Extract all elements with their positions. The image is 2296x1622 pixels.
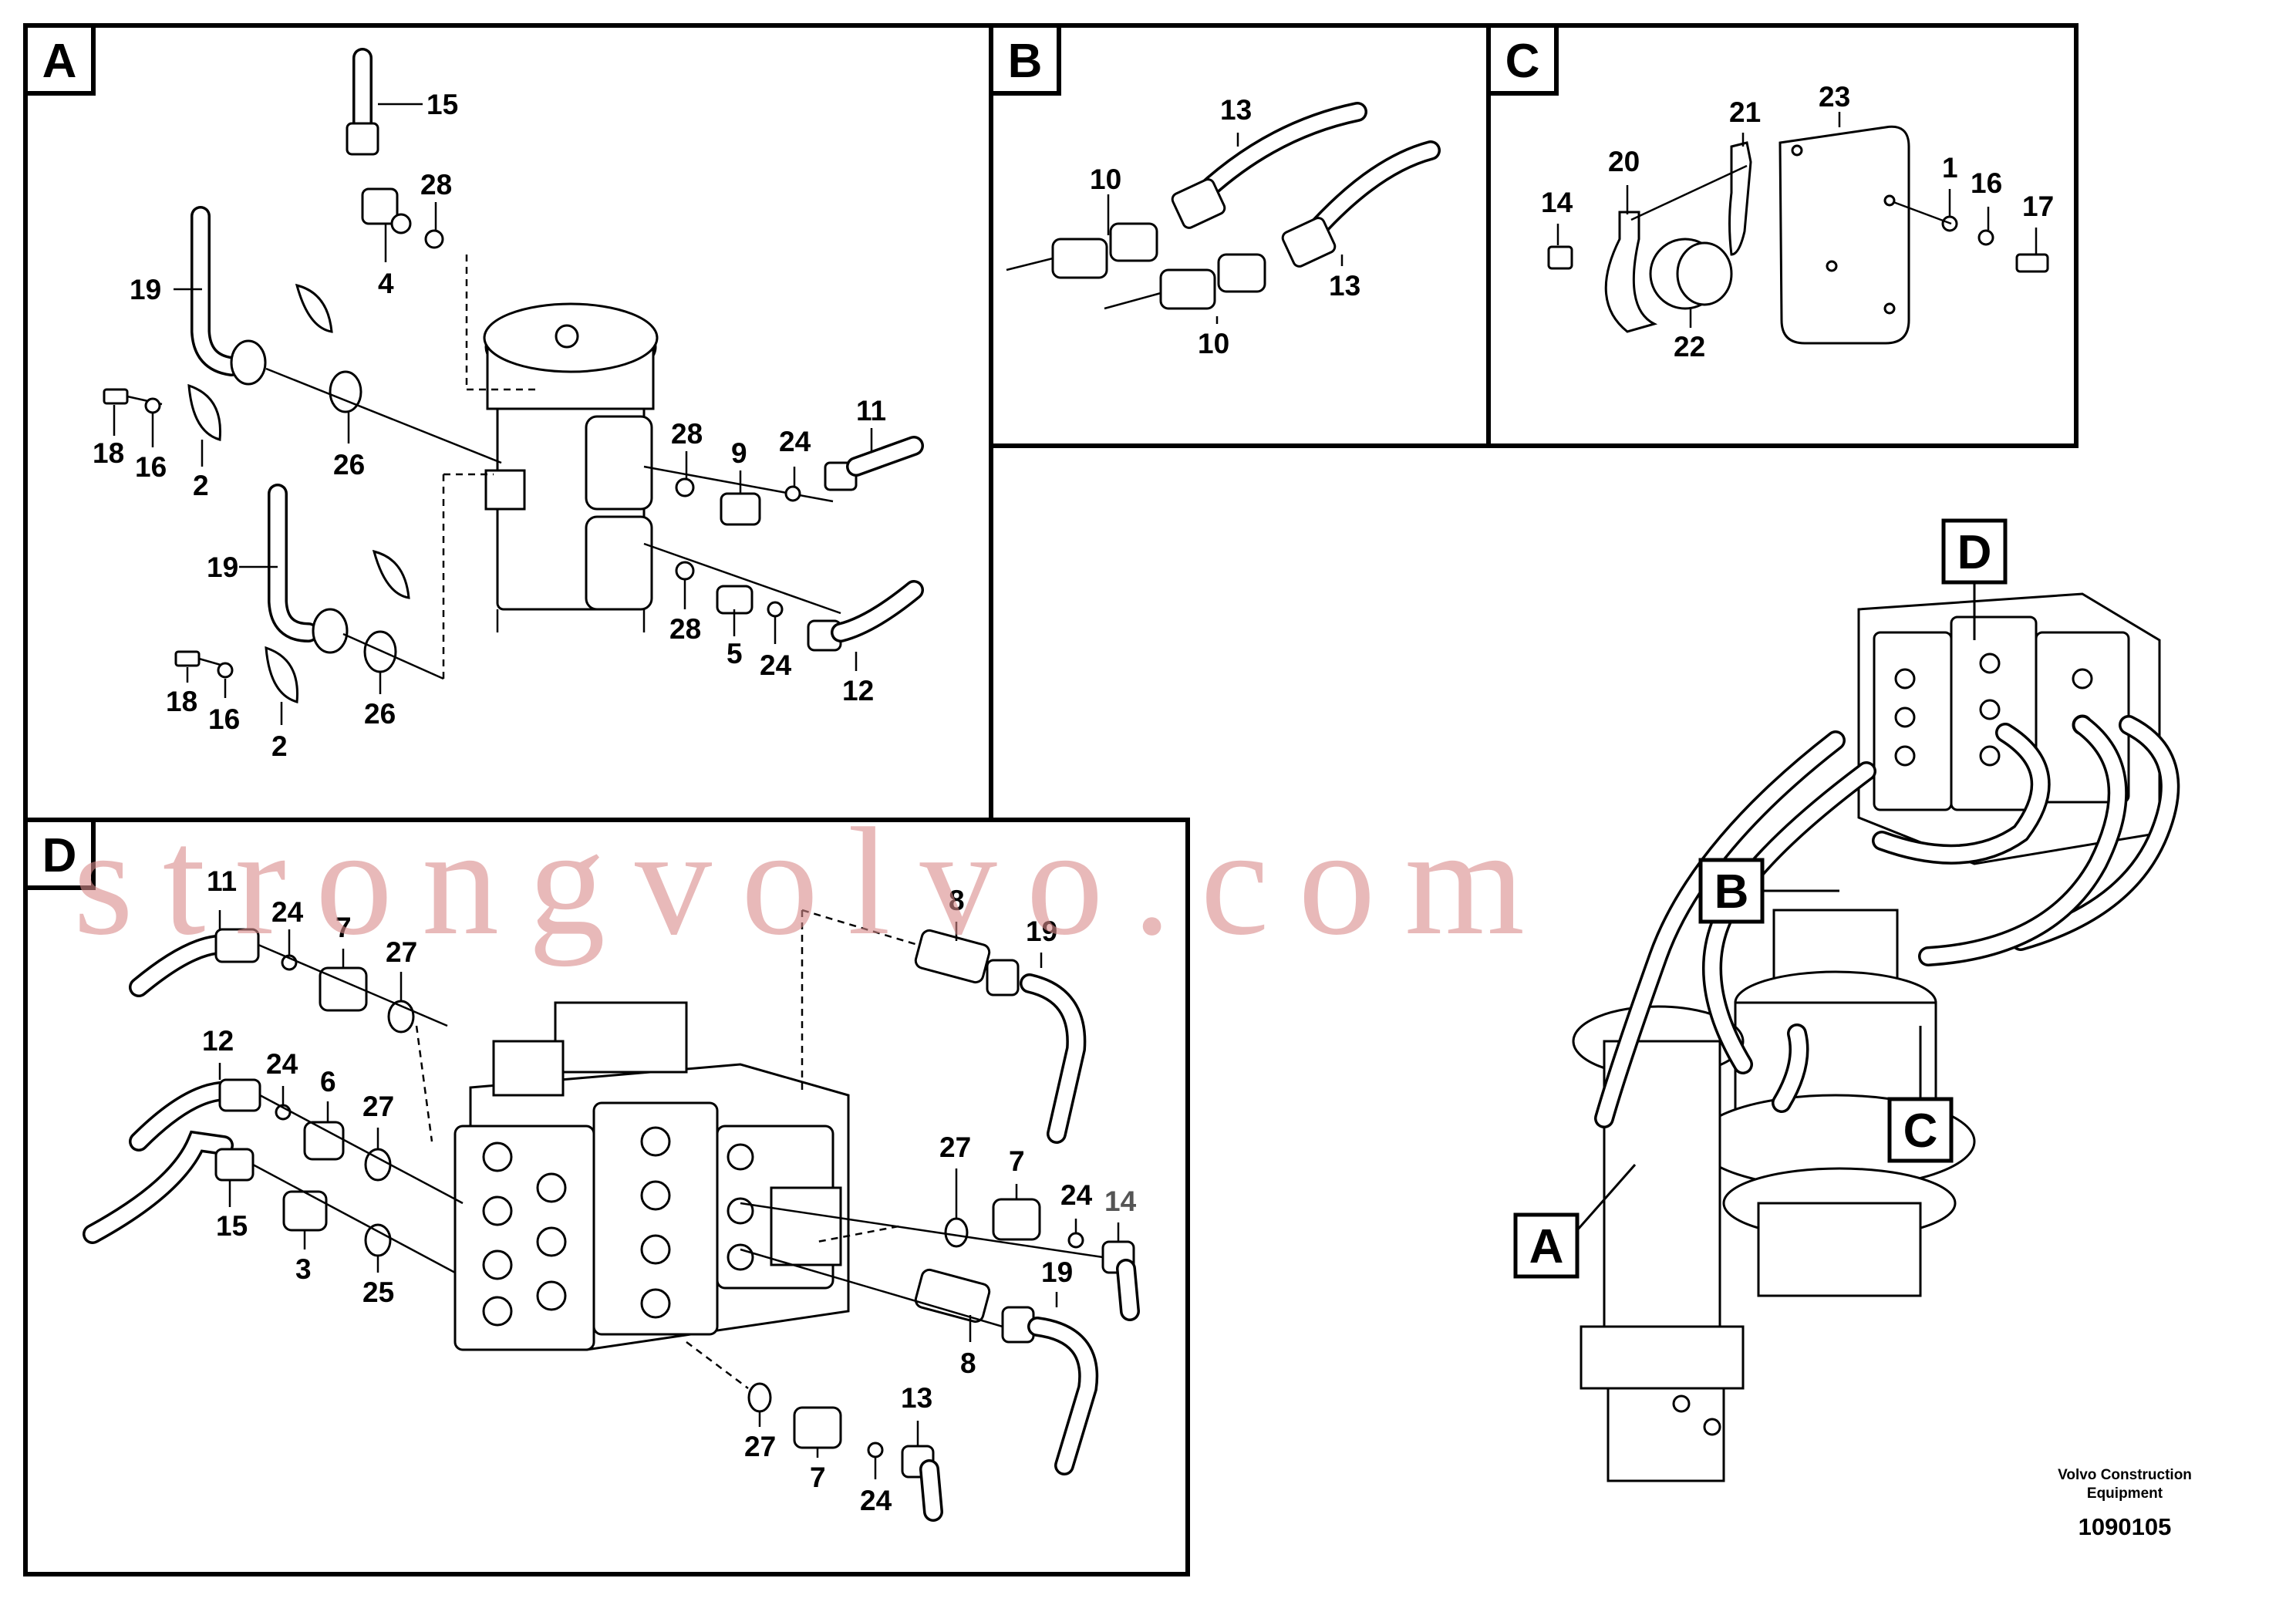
overview-tag-d: D <box>1941 518 2008 640</box>
part-callout-number: 15 <box>426 89 458 120</box>
panel-d-drawing <box>83 909 1140 1522</box>
part-callout-number: 20 <box>1608 146 1640 177</box>
part-callout-number: 27 <box>939 1131 971 1163</box>
part-callout-number: 27 <box>744 1431 776 1462</box>
part-callout-number: 27 <box>386 936 417 968</box>
part-callout-number: 24 <box>266 1048 298 1080</box>
part-callout-number: 7 <box>335 912 352 943</box>
company-name-line1: Volvo Construction <box>2058 1467 2192 1483</box>
part-callout-number: 24 <box>779 426 811 457</box>
part-callout-number: 19 <box>130 274 161 305</box>
part-callout-number: 11 <box>207 865 237 897</box>
view-letter-label: D <box>42 829 77 882</box>
part-callout-number: 7 <box>1009 1145 1025 1177</box>
overview-tag-c: C <box>1887 1026 1954 1163</box>
part-callout-number: 28 <box>420 169 452 201</box>
part-callout-number: 18 <box>166 686 197 717</box>
part-callout-number: 16 <box>208 703 240 735</box>
part-callout-number: 12 <box>202 1025 234 1057</box>
overview-tag-b: B <box>1698 858 1839 924</box>
panel-b-callouts: 13 10 13 10 <box>1090 94 1360 359</box>
panel-a-drawing <box>103 48 924 703</box>
overview-assembly <box>1572 592 2180 1482</box>
part-callout-number: 1 <box>1942 152 1958 184</box>
part-callout-number: 16 <box>135 451 167 483</box>
part-callout-number: 27 <box>362 1091 394 1122</box>
view-letter-label: A <box>42 35 77 88</box>
view-letter-label: D <box>1957 526 1992 579</box>
part-callout-number: 11 <box>856 395 886 427</box>
part-callout-number: 7 <box>810 1462 826 1493</box>
company-name-line2: Equipment <box>2087 1485 2163 1502</box>
part-callout-number: 9 <box>731 437 747 469</box>
part-callout-number: 28 <box>669 613 701 645</box>
view-letter-label: A <box>1529 1220 1564 1273</box>
part-callout-number: 24 <box>271 896 304 928</box>
panel-c-drawing <box>1547 125 2049 345</box>
panel-d-tag: D <box>23 818 96 890</box>
part-callout-number: 13 <box>901 1382 932 1414</box>
view-letter-label: C <box>1903 1104 1938 1158</box>
panel-a-callouts: 15 28 4 19 18 16 2 26 28 9 24 11 19 28 5… <box>93 89 886 762</box>
part-callout-number: 23 <box>1819 81 1850 113</box>
part-callout-number: 14 <box>1541 187 1573 218</box>
part-callout-number: 19 <box>1026 916 1057 947</box>
panel-b-frame <box>989 23 1491 448</box>
part-callout-number: 22 <box>1674 331 1705 363</box>
panel-d-callouts: 11 24 7 27 8 19 12 24 6 27 15 3 25 27 7 … <box>202 865 1137 1516</box>
part-callout-number: 10 <box>1198 328 1229 359</box>
part-callout-number: 26 <box>333 449 365 481</box>
part-callout-number: 3 <box>295 1253 312 1285</box>
panel-d-frame <box>23 818 1190 1576</box>
watermark-text: strongvolvo.com <box>73 797 1554 967</box>
view-letter-label: B <box>1714 865 1749 919</box>
part-callout-number: 25 <box>362 1276 394 1308</box>
view-letter-label: B <box>1008 35 1043 88</box>
part-callout-number: 13 <box>1220 94 1252 126</box>
part-callout-number: 24 <box>760 649 792 681</box>
panel-c-tag: C <box>1486 23 1559 96</box>
part-callout-number: 19 <box>1041 1256 1073 1288</box>
part-callout-number: 14 <box>1104 1185 1137 1217</box>
part-callout-number: 26 <box>364 698 396 730</box>
part-callout-number: 5 <box>727 638 743 669</box>
part-callout-number: 15 <box>216 1210 248 1242</box>
panel-a-tag: A <box>23 23 96 96</box>
part-callout-number: 18 <box>93 437 124 469</box>
part-callout-number: 8 <box>949 885 965 916</box>
part-callout-number: 10 <box>1090 164 1121 195</box>
overview-tag-a: A <box>1513 1164 1637 1279</box>
part-callout-number: 24 <box>860 1485 892 1516</box>
part-callout-number: 2 <box>271 730 288 762</box>
part-callout-number: 6 <box>320 1066 336 1098</box>
panel-c-callouts: 21 23 20 14 1 16 17 22 <box>1541 81 2054 363</box>
view-letter-label: C <box>1505 35 1540 88</box>
panel-b-drawing <box>1006 102 1441 310</box>
panel-c-frame <box>1486 23 2079 448</box>
part-callout-number: 19 <box>207 551 238 583</box>
part-callout-number: 28 <box>671 418 703 450</box>
part-callout-number: 24 <box>1060 1179 1093 1211</box>
part-callout-number: 16 <box>1971 167 2002 199</box>
part-callout-number: 2 <box>193 470 209 501</box>
part-callout-number: 8 <box>960 1347 976 1379</box>
part-callout-number: 17 <box>2022 191 2054 222</box>
part-callout-number: 13 <box>1329 270 1360 302</box>
panel-b-tag: B <box>989 23 1061 96</box>
part-callout-number: 21 <box>1729 96 1761 128</box>
drawing-number: 1090105 <box>2079 1513 2172 1540</box>
part-callout-number: 12 <box>842 675 874 706</box>
part-callout-number: 4 <box>378 268 394 299</box>
footer: Volvo Construction Equipment 1090105 <box>2058 1467 2192 1540</box>
